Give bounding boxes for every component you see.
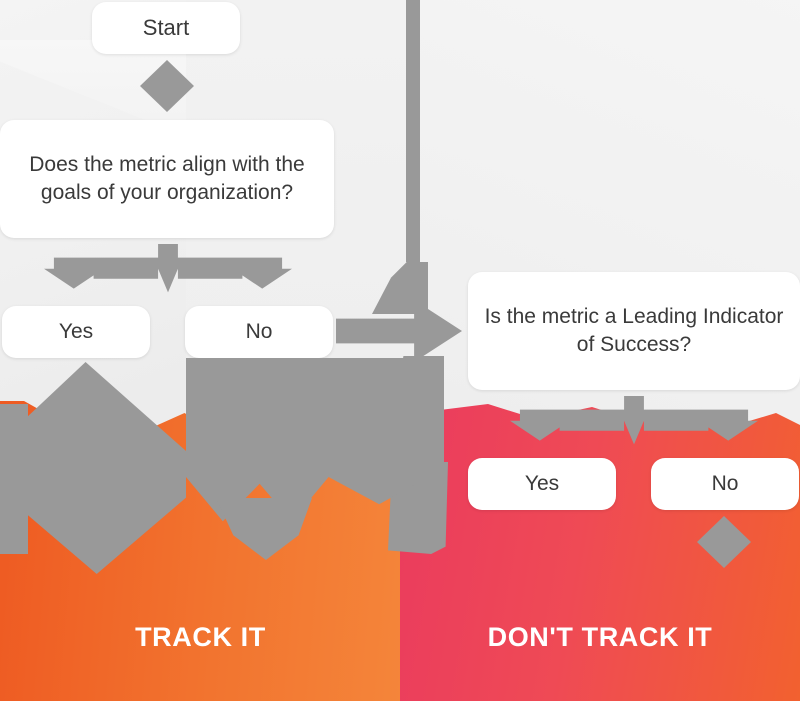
connector-q1-yes-tail: [0, 404, 28, 554]
node-question-1-yes-label: Yes: [58, 320, 94, 344]
node-question-1-label: Does the metric align with the goals of …: [29, 153, 305, 204]
node-question-2-yes[interactable]: Yes: [468, 458, 616, 510]
node-question-2[interactable]: Is the metric a Leading Indicator of Suc…: [468, 272, 800, 390]
connector-q1-no-to-question-2: [186, 358, 416, 522]
node-question-2-no-label: No: [711, 472, 739, 496]
connector-question-1-branch: [44, 244, 292, 293]
node-question-2-no[interactable]: No: [651, 458, 799, 510]
node-question-1-no[interactable]: No: [185, 306, 333, 358]
node-question-1-yes[interactable]: Yes: [2, 306, 150, 358]
node-question-2-label: Is the metric a Leading Indicator of Suc…: [484, 305, 784, 356]
node-start[interactable]: Start: [92, 2, 240, 54]
result-dont-track-it-label: DON'T TRACK IT: [487, 622, 713, 652]
connector-start-to-question-1: [140, 60, 194, 112]
node-question-1-no-label: No: [245, 320, 273, 344]
result-track-it-label: TRACK IT: [135, 622, 266, 652]
connector-main-trunk: [406, 0, 420, 262]
node-start-label: Start: [142, 15, 190, 41]
node-question-2-yes-label: Yes: [524, 472, 560, 496]
node-question-1[interactable]: Does the metric align with the goals of …: [0, 120, 334, 238]
